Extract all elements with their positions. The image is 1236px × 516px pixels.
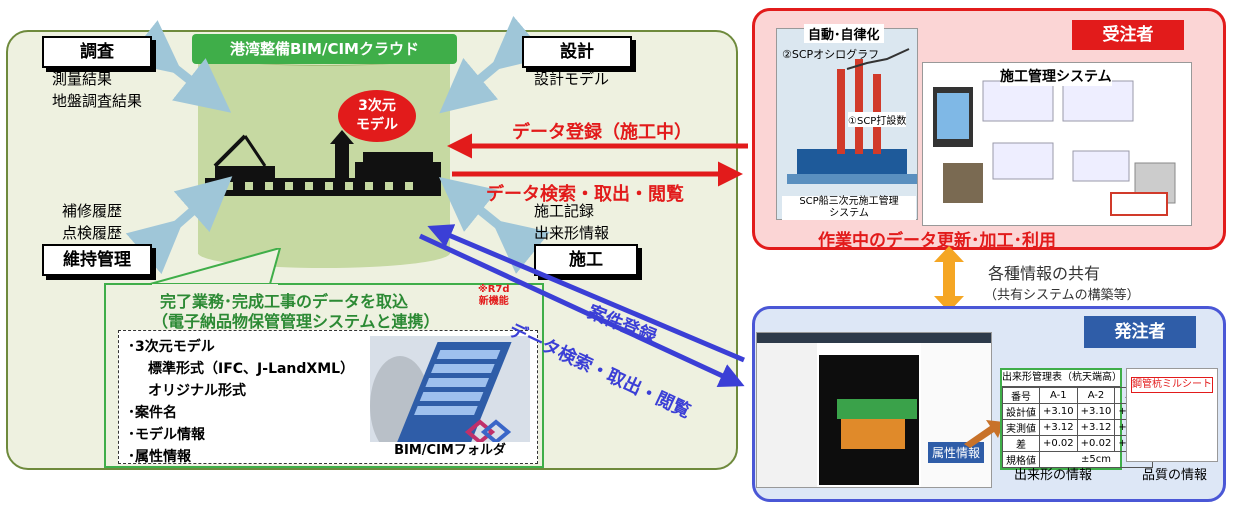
survey-item: 測量結果 <box>52 70 113 88</box>
3d-model-badge: 3次元モデル <box>338 90 416 142</box>
list-item: ･属性情報 <box>128 449 191 465</box>
cloud-title: 港湾整備BIM/CIMクラウド <box>192 34 457 64</box>
share-double-arrow-icon <box>934 246 964 312</box>
photo-caption: ②SCPオシログラフ <box>782 48 880 61</box>
list-item: ･モデル情報 <box>128 427 205 443</box>
contractor-badge: 受注者 <box>1072 20 1184 50</box>
import-box-pointer <box>150 248 282 288</box>
arrow-search-diag <box>418 233 745 387</box>
client-badge: 発注者 <box>1084 316 1196 348</box>
pointer-arrow-icon <box>964 420 1004 448</box>
arrow-case-register <box>427 224 745 363</box>
construction-item: 出来形情報 <box>534 224 610 242</box>
flow-arrows <box>418 133 748 387</box>
stage-construction-box: 施工 <box>534 244 638 276</box>
list-item: 標準形式（IFC、J-LandXML） <box>148 361 355 377</box>
bim-cim-folder-label: BIM/CIMフォルダ <box>370 442 530 460</box>
construction-item: 施工記録 <box>534 202 595 220</box>
register-during-label: データ登録（施工中） <box>512 122 692 143</box>
share-line1: 各種情報の共有 <box>988 264 1101 283</box>
as-built-table: 出来形管理表（杭天端高） 番号A-1A-2A-3 設計値+3.10+3.10+3… <box>1000 368 1153 470</box>
mill-sheet-document: 鋼管杭ミルシート <box>1126 368 1218 462</box>
stage-design-box: 設計 <box>522 36 632 68</box>
share-line2: （共有システムの構築等） <box>984 288 1140 303</box>
design-item: 設計モデル <box>534 70 610 88</box>
stage-maintenance-box: 維持管理 <box>42 244 152 276</box>
photo-caption: SCP船三次元施工管理システム <box>782 196 916 220</box>
bim-viewer-screenshot <box>756 332 992 488</box>
import-subtitle: （電子納品物保管管理システムと連携） <box>152 312 440 331</box>
search-right-label: データ検索・取出・閲覧 <box>486 184 684 205</box>
photo-caption: ①SCP打設数 <box>848 112 907 127</box>
maintenance-item: 点検履歴 <box>62 224 123 242</box>
list-item: オリジナル形式 <box>148 383 246 399</box>
maintenance-item: 補修履歴 <box>62 202 123 220</box>
caption-quality: 品質の情報 <box>1142 468 1208 483</box>
bim-cim-folder-image <box>370 336 530 456</box>
import-title: 完了業務･完成工事のデータを取込 <box>160 292 409 311</box>
list-item: ･案件名 <box>128 405 177 421</box>
caption-shape: 出来形の情報 <box>1014 468 1093 483</box>
survey-item: 地盤調査結果 <box>52 92 143 110</box>
list-item: ･3次元モデル <box>128 339 215 355</box>
contractor-footer: 作業中のデータ更新･加工･利用 <box>818 231 1056 251</box>
construction-system-image <box>922 62 1192 226</box>
auto-title: 自動･自律化 <box>804 24 884 43</box>
stage-link-arrows <box>124 15 550 275</box>
stage-survey-box: 調査 <box>42 36 152 68</box>
system-title: 施工管理システム <box>1000 66 1112 86</box>
port-silhouette-icon <box>205 130 441 196</box>
